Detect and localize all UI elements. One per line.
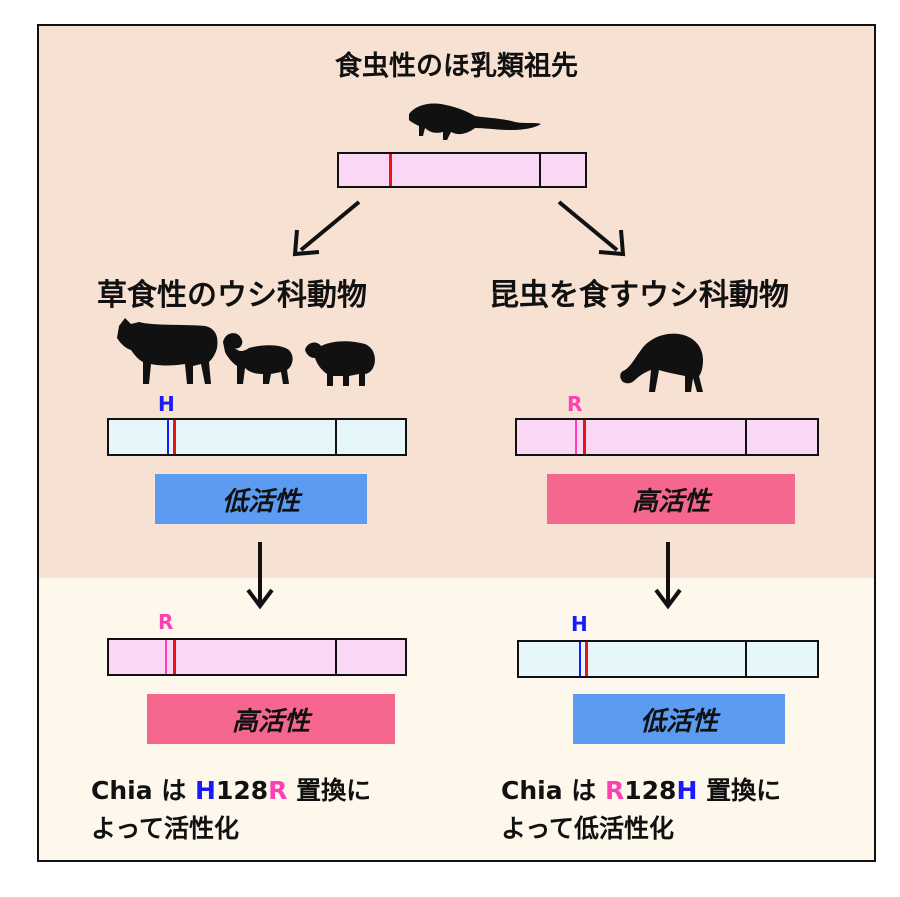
left-top-residue-label: H [158, 392, 175, 416]
goat-silhouette-icon [223, 333, 293, 384]
mutation-site-marker [585, 642, 588, 676]
residue-128-marker [165, 640, 167, 674]
note-text: Chia は [91, 776, 195, 805]
note-text: 置換に [697, 776, 782, 805]
right-note-line2: よって低活性化 [501, 814, 675, 843]
insectivore-bovid-title: 昆虫を食すウシ科動物 [489, 278, 789, 313]
right-bottom-residue-label: H [571, 612, 588, 636]
right-top-gene-bar [515, 418, 819, 456]
ancestor-title: 食虫性のほ乳類祖先 [335, 51, 578, 82]
arrow-down-right-icon [557, 200, 626, 257]
left-note-line2: よって活性化 [91, 814, 240, 843]
domain-boundary [745, 642, 747, 676]
figure-frame: 食虫性のほ乳類祖先 草食性のウシ科動物 昆虫を食すウシ科動物 H 低活性 [37, 24, 876, 862]
right-note-line1: Chia は R128H 置換に [501, 772, 781, 810]
arrow-down-icon [654, 542, 682, 610]
left-note: Chia は H128R 置換に よって活性化 [91, 772, 371, 848]
mutation-site-marker [173, 420, 176, 454]
domain-boundary [335, 420, 337, 454]
arrow-down-left-icon [292, 200, 361, 257]
arrow-down-icon [246, 542, 274, 610]
right-low-activity-label: 低活性 [573, 694, 785, 744]
sheep-silhouette-icon [305, 341, 375, 386]
shrew-silhouette-icon [409, 103, 541, 140]
residue-128-marker [167, 420, 169, 454]
mutation-site-marker [173, 640, 176, 674]
note-position: 128 [215, 776, 269, 805]
note-position: 128 [624, 776, 677, 805]
mutation-site-marker [583, 420, 586, 454]
left-bottom-gene-bar [107, 638, 407, 676]
note-from-residue: H [195, 776, 216, 805]
left-note-line1: Chia は H128R 置換に [91, 772, 371, 810]
left-top-gene-bar [107, 418, 407, 456]
domain-boundary [539, 154, 541, 186]
duiker-silhouette-icon [620, 333, 703, 392]
right-note: Chia は R128H 置換に よって低活性化 [501, 772, 781, 848]
note-text: Chia は [501, 776, 605, 805]
cow-silhouette-icon [117, 318, 218, 384]
residue-128-marker [579, 642, 581, 676]
left-low-activity-label: 低活性 [155, 474, 367, 524]
residue-128-marker [575, 420, 577, 454]
right-top-residue-label: R [567, 392, 583, 416]
right-bottom-gene-bar [517, 640, 819, 678]
herbivore-bovid-title: 草食性のウシ科動物 [97, 278, 367, 313]
domain-boundary [745, 420, 747, 454]
note-from-residue: R [605, 776, 625, 805]
note-text: 置換に [287, 776, 372, 805]
right-high-activity-label: 高活性 [547, 474, 795, 524]
ancestor-gene-bar [337, 152, 587, 188]
left-high-activity-label: 高活性 [147, 694, 395, 744]
note-to-residue: H [676, 776, 698, 805]
mutation-site-marker [389, 154, 392, 186]
domain-boundary [335, 640, 337, 674]
left-bottom-residue-label: R [158, 610, 174, 634]
note-to-residue: R [268, 776, 288, 805]
